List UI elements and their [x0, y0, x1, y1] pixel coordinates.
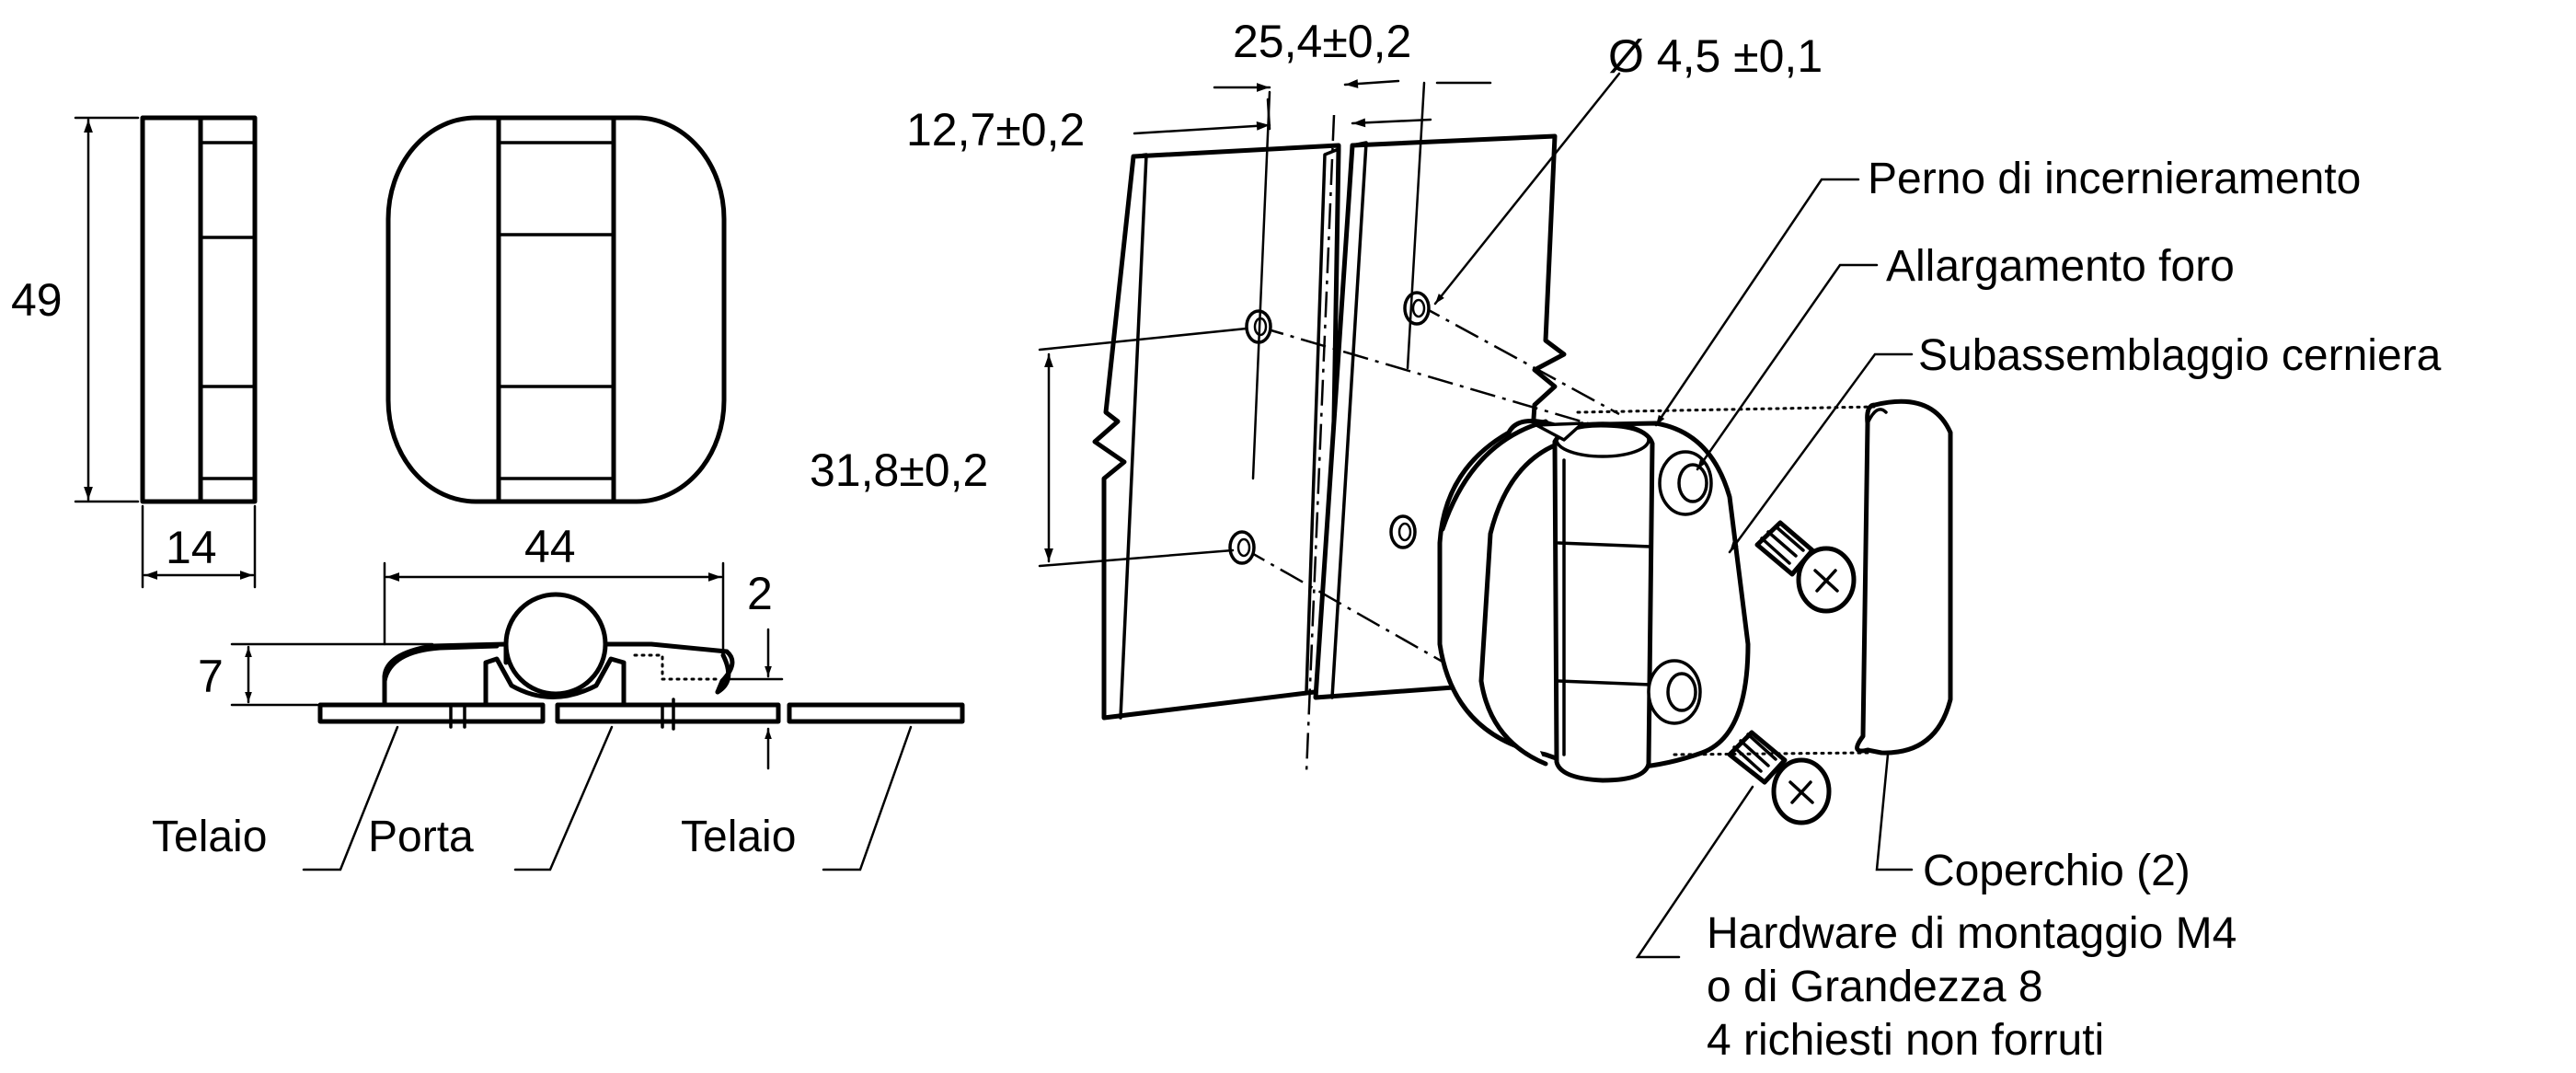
label-telaio-left: Telaio	[152, 813, 267, 861]
screw-lower	[1727, 730, 1832, 825]
dim-hole-diameter: Ø 4,5 ±0,1	[1608, 30, 1823, 82]
front-view	[385, 115, 727, 504]
label-hinge-pin: Perno di incernieramento	[1868, 155, 2361, 203]
dim-12-7: 12,7±0,2	[906, 104, 1085, 156]
label-telaio-right: Telaio	[681, 813, 796, 861]
label-hardware-line3: 4 richiesti non forruti	[1707, 1016, 2104, 1065]
label-hardware-line2: o di Grandezza 8	[1707, 963, 2043, 1011]
label-hole-enlargement: Allargamento foro	[1886, 242, 2235, 291]
label-porta: Porta	[368, 813, 474, 861]
dim-44: 44	[524, 521, 576, 572]
label-hardware-line1: Hardware di montaggio M4	[1707, 909, 2237, 958]
top-view: 44 7 2 Telaio Porta Telaio	[152, 521, 965, 871]
dim-25-4: 25,4±0,2	[1233, 16, 1411, 67]
dim-7: 7	[198, 651, 224, 702]
dim-14: 14	[166, 522, 217, 573]
label-cover: Coperchio (2)	[1923, 847, 2191, 895]
dim-49: 49	[11, 274, 63, 326]
dim-2: 2	[747, 568, 773, 619]
screw-upper	[1754, 520, 1857, 614]
side-view: 49 14	[11, 115, 258, 589]
isometric-view: 25,4±0,2 12,7±0,2 Ø 4,5 ±0,1 31,8±0,2 Pe…	[810, 16, 2442, 1065]
dim-31-8: 31,8±0,2	[810, 444, 988, 496]
label-hinge-subassembly: Subassemblaggio cerniera	[1918, 331, 2442, 380]
